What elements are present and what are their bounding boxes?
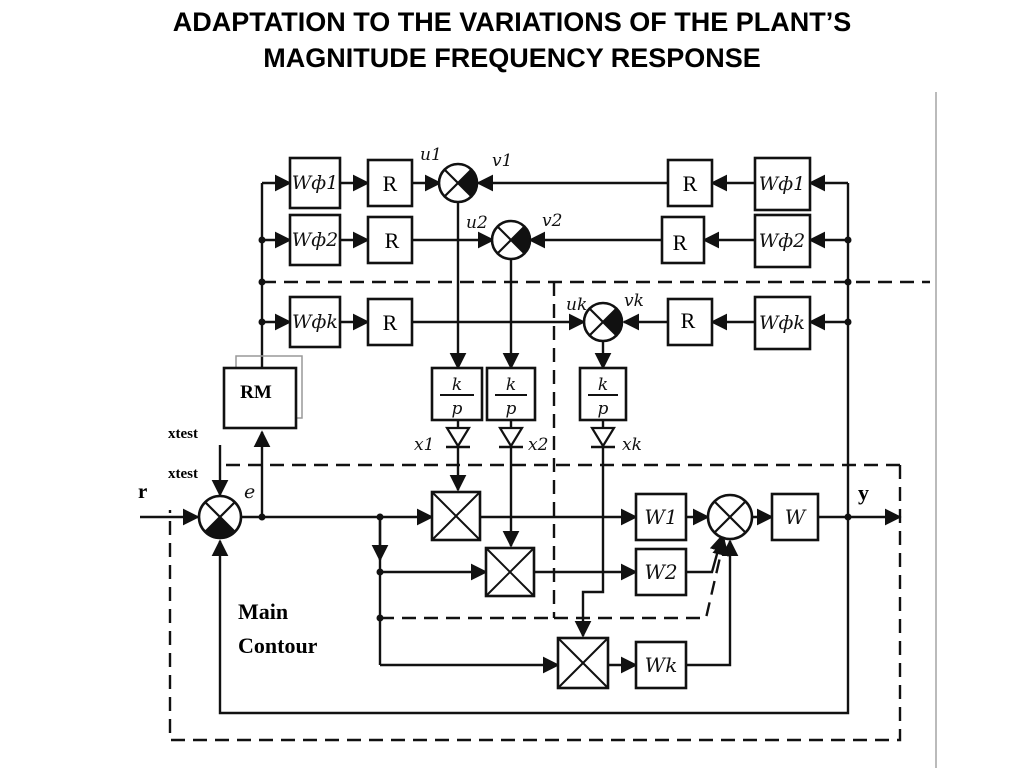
filter-out-2: Wф2 (753, 213, 812, 269)
title-line-1: ADAPTATION TO THE VARIATIONS OF THE PLAN… (172, 7, 852, 37)
integrator-1: k p (430, 366, 484, 422)
dashed-lines (168, 280, 930, 742)
svg-text:R: R (683, 171, 698, 196)
comparator-2 (490, 219, 532, 261)
filter-out-1: Wф1 (753, 156, 812, 212)
label-y-output: y (858, 480, 869, 505)
filter-out-k: Wфk (753, 295, 812, 351)
multiplier-2 (484, 546, 536, 598)
svg-text:R: R (383, 310, 398, 335)
wk-block: Wk (634, 640, 688, 690)
label-x2: x2 (528, 435, 548, 455)
label-xtest-2: xtest (168, 466, 198, 482)
label-uk: uk (566, 295, 587, 315)
r-block-right-1: R (666, 158, 714, 208)
svg-text:R: R (673, 230, 688, 255)
svg-text:k: k (506, 375, 516, 395)
svg-text:W1: W1 (644, 505, 677, 529)
svg-text:k: k (452, 375, 462, 395)
rm-block: RM (222, 355, 303, 430)
filter-in-1: Wф1 (288, 156, 342, 210)
svg-text:p: p (506, 399, 517, 419)
svg-text:p: p (452, 399, 463, 419)
w1-block: W1 (634, 492, 688, 542)
r-block-left-2: R (366, 215, 414, 265)
label-xk: xk (622, 435, 642, 455)
label-contour: Contour (238, 633, 318, 658)
label-error: e (244, 481, 255, 503)
label-x1: x1 (414, 435, 434, 455)
svg-text:Wф2: Wф2 (759, 230, 806, 252)
label-v1: v1 (492, 151, 512, 171)
label-vk: vk (624, 291, 644, 311)
svg-text:W: W (785, 505, 807, 529)
svg-text:Wф2: Wф2 (292, 229, 339, 251)
svg-text:p: p (598, 399, 609, 419)
svg-text:R: R (681, 308, 696, 333)
svg-text:Wk: Wk (645, 653, 678, 677)
svg-text:Wф1: Wф1 (292, 172, 339, 194)
r-block-left-k: R (366, 297, 414, 347)
w-plant-block: W (770, 492, 820, 542)
r-block-right-k: R (666, 297, 714, 347)
svg-text:Wфk: Wфk (759, 312, 805, 334)
svg-text:RM: RM (240, 382, 272, 403)
svg-text:k: k (598, 375, 608, 395)
svg-text:R: R (385, 228, 400, 253)
svg-text:W2: W2 (644, 560, 677, 584)
svg-text:R: R (383, 171, 398, 196)
label-xtest-1: xtest (168, 426, 198, 442)
diode-1 (445, 426, 471, 449)
comparator-1 (437, 162, 479, 204)
svg-text:Wф1: Wф1 (759, 173, 806, 195)
multiplier-1 (430, 490, 482, 542)
slide-title: ADAPTATION TO THE VARIATIONS OF THE PLAN… (0, 4, 1024, 76)
filter-in-2: Wф2 (288, 213, 342, 267)
svg-text:Wфk: Wфk (292, 311, 338, 333)
label-main: Main (238, 599, 288, 624)
label-u2: u2 (466, 213, 488, 233)
diode-k (590, 426, 616, 449)
integrator-k: k p (578, 366, 628, 422)
label-u1: u1 (420, 145, 442, 165)
title-line-2: MAGNITUDE FREQUENCY RESPONSE (263, 43, 761, 73)
summer-input (197, 494, 243, 540)
junction-dots (258, 236, 852, 622)
label-r-input: r (138, 479, 147, 503)
r-block-right-2: R (660, 215, 706, 265)
r-block-left-1: R (366, 158, 414, 208)
label-v2: v2 (542, 211, 562, 231)
summer-output (706, 493, 754, 541)
integrator-2: k p (485, 366, 537, 422)
filter-in-k: Wфk (288, 295, 342, 349)
wires (140, 174, 902, 715)
comparator-k (582, 301, 624, 343)
diode-2 (498, 426, 524, 449)
w2-block: W2 (634, 547, 688, 597)
multiplier-k (556, 636, 610, 690)
